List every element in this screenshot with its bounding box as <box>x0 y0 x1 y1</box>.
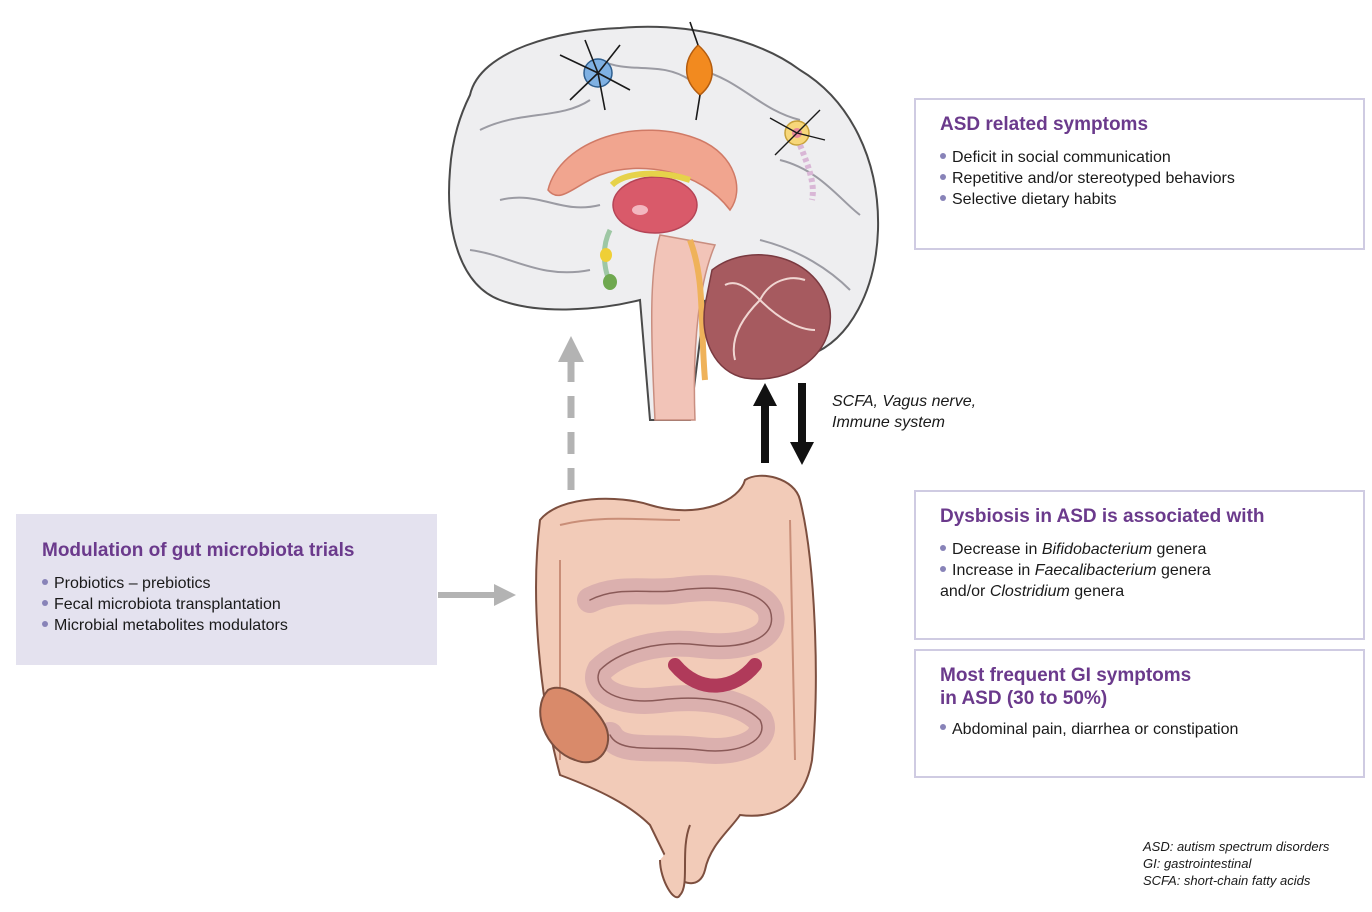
brain-to-gut-arrow <box>790 383 814 465</box>
list-item: Increase in Faecalibacterium genera <box>940 560 1345 581</box>
list-item: Selective dietary habits <box>940 189 1345 210</box>
bullet-icon <box>940 566 946 572</box>
legend-item: SCFA: short-chain fatty acids <box>1143 872 1329 889</box>
gi-symptoms-box: Most frequent GI symptoms in ASD (30 to … <box>914 649 1365 778</box>
intestine-illustration <box>536 476 816 898</box>
modulation-box: Modulation of gut microbiota trials Prob… <box>16 514 437 665</box>
list-item: Decrease in Bifidobacterium genera <box>940 539 1345 560</box>
bullet-icon <box>940 195 946 201</box>
modulation-title: Modulation of gut microbiota trials <box>42 540 417 563</box>
bullet-icon <box>42 600 48 606</box>
bullet-icon <box>940 174 946 180</box>
list-item: Probiotics – prebiotics <box>42 573 417 594</box>
list-item: Microbial metabolites modulators <box>42 615 417 636</box>
asd-symptoms-title: ASD related symptoms <box>940 114 1345 137</box>
dysbiosis-box: Dysbiosis in ASD is associated with Decr… <box>914 490 1365 640</box>
bullet-icon <box>42 579 48 585</box>
abbreviation-legend: ASD: autism spectrum disorders GI: gastr… <box>1143 838 1329 889</box>
bullet-icon <box>940 724 946 730</box>
list-item: Abdominal pain, diarrhea or constipation <box>940 719 1345 740</box>
asd-symptoms-box: ASD related symptoms Deficit in social c… <box>914 98 1365 250</box>
dashed-up-arrow <box>558 336 584 490</box>
list-item-continuation: and/or Clostridium genera <box>940 581 1345 602</box>
axis-caption: SCFA, Vagus nerve, Immune system <box>832 391 976 433</box>
dysbiosis-title: Dysbiosis in ASD is associated with <box>940 506 1345 529</box>
gi-symptoms-title: Most frequent GI symptoms in ASD (30 to … <box>940 665 1345 711</box>
legend-item: GI: gastrointestinal <box>1143 855 1329 872</box>
gi-symptoms-list: Abdominal pain, diarrhea or constipation <box>940 719 1345 740</box>
list-item: Repetitive and/or stereotyped behaviors <box>940 168 1345 189</box>
brain-illustration <box>449 22 878 420</box>
bullet-icon <box>940 153 946 159</box>
list-item: Deficit in social communication <box>940 147 1345 168</box>
dysbiosis-list: Decrease in Bifidobacterium genera Incre… <box>940 539 1345 602</box>
legend-item: ASD: autism spectrum disorders <box>1143 838 1329 855</box>
list-item: Fecal microbiota transplantation <box>42 594 417 615</box>
asd-symptoms-list: Deficit in social communication Repetiti… <box>940 147 1345 210</box>
modulation-arrow <box>438 584 516 606</box>
gut-to-brain-arrow <box>753 383 777 463</box>
bullet-icon <box>42 621 48 627</box>
bullet-icon <box>940 545 946 551</box>
modulation-list: Probiotics – prebiotics Fecal microbiota… <box>42 573 417 636</box>
